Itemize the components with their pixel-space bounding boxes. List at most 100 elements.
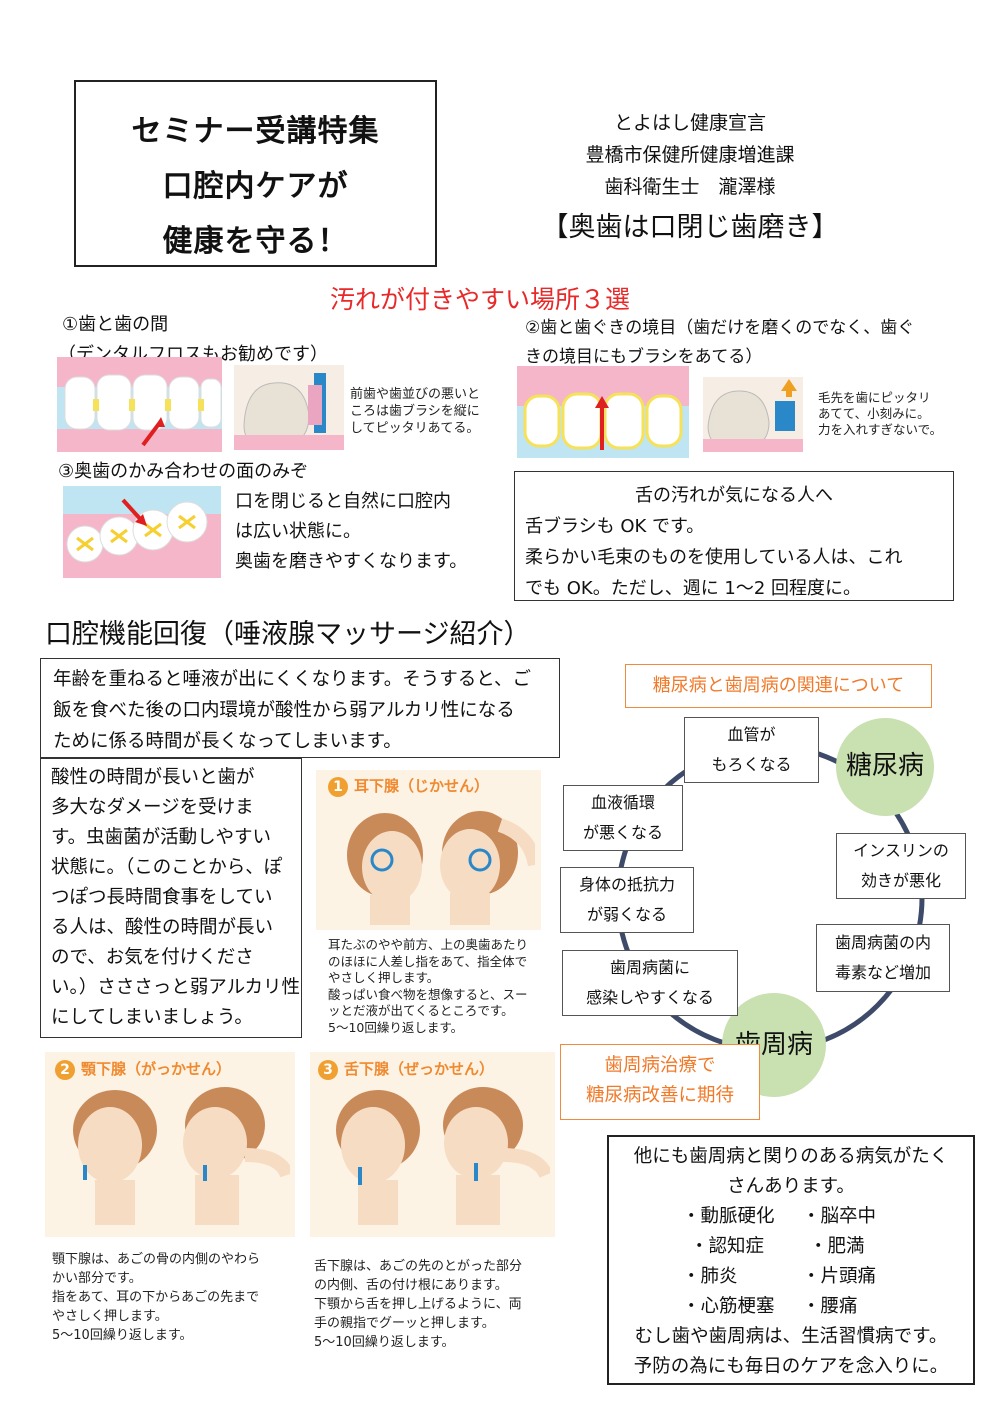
item1-note-line-3: してピッタリあてる。 — [350, 421, 480, 436]
item2-note-line-3: 力を入れすぎないで。 — [818, 422, 943, 437]
item3-text: 口を閉じると自然に口腔内 は広い状態に。 奥歯を磨きやすくなります。 — [235, 487, 467, 577]
item3-title: ③奥歯のかみ合わせの面のみぞ — [58, 461, 309, 482]
tongue-box-line-4: でも OK。ただし、週に 1～2 回程度に。 — [525, 578, 862, 599]
front-teeth-illustration — [57, 357, 222, 452]
gland2-text-line-2: かい部分です。 — [52, 1271, 142, 1286]
item2-note-line-2: あてて、小刻みに。 — [818, 406, 930, 421]
dirty-spots-heading: 汚れが付きやすい場所３選 — [329, 285, 630, 314]
gland2-title: 顎下腺（がっかせん） — [81, 1060, 232, 1078]
gland3-text-line-2: の内側、舌の付け根にあります。 — [314, 1278, 508, 1293]
label-toxin: 歯周病菌の内 毒素など増加 — [816, 924, 950, 992]
diseases-intro-1: 他にも歯周病と関りのある病気がたく — [633, 1146, 949, 1167]
label-insulin: インスリンの 効きが悪化 — [836, 833, 966, 899]
item1-note-line-1: 前歯や歯並びの悪いと — [350, 387, 481, 402]
disease-8: ・腰痛 — [802, 1296, 858, 1317]
gum-brush-illustration — [703, 377, 803, 452]
gland1-illustration — [347, 811, 535, 925]
gland2-text-line-4: やさしく押します。 — [52, 1309, 168, 1324]
gland1-text-line-6: 5～10回繰り返します。 — [328, 1019, 464, 1035]
acid-line-3: す。虫歯菌が活動しやすい — [51, 827, 271, 848]
gland2-text-line-1: 顎下腺は、あごの骨の内側のやわら — [52, 1252, 261, 1267]
label-blood-vessel-1: 血管が — [727, 725, 776, 744]
molar-brush-illustration — [234, 365, 344, 450]
credit-line-3: 歯科衛生士 瀧澤様 — [604, 176, 776, 198]
acid-line-8: い。）さささっと弱アルカリ性 — [51, 977, 301, 998]
acid-line-2: 多大なダメージを受けま — [51, 797, 254, 818]
gland1-text-line-1: 耳たぶのやや前方、上の奥歯あたり — [328, 937, 529, 952]
label-circulation-1: 血液循環 — [590, 793, 655, 812]
gland1-title-row: 1 耳下腺（じかせん） — [328, 775, 489, 797]
gland1-text-line-4: 酸っぱい食べ物を想像すると、スー — [328, 986, 528, 1002]
disease-7: ・心筋梗塞 — [682, 1296, 775, 1317]
label-insulin-2: 効きが悪化 — [860, 871, 941, 890]
diseases-intro-2: さんあります。 — [727, 1176, 855, 1197]
diabetes-heading-box: 糖尿病と歯周病の関連について — [625, 664, 932, 708]
label-resistance: 身体の抵抗力 が弱くなる — [560, 867, 694, 933]
gland1-title: 耳下腺（じかせん） — [354, 777, 490, 795]
disease-6: ・片頭痛 — [802, 1266, 877, 1287]
massage-heading: 口腔機能回復（唾液腺マッサージ紹介） — [45, 619, 531, 650]
gland3-text-line-5: 5～10回繰り返します。 — [314, 1335, 455, 1350]
credit-line-1: とよはし健康宣言 — [613, 112, 766, 134]
gland3-title-row: 3 舌下腺（ぜっかせん） — [318, 1058, 494, 1080]
molar-occlusal-illustration — [63, 486, 221, 578]
title-line-2: 口腔内ケアが — [162, 169, 349, 204]
gland3-number: 3 — [318, 1060, 338, 1080]
label-infection-2: 感染しやすくなる — [586, 988, 714, 1007]
label-infection: 歯周病菌に 感染しやすくなる — [562, 950, 738, 1016]
tongue-box-line-3: 柔らかい毛束のものを使用している人は、これ — [525, 547, 903, 568]
diseases-outro-1: むし歯や歯周病は、生活習慣病です。 — [634, 1326, 948, 1347]
gland1-text-line-2: のほほに人差し指をあて、指全体で — [328, 953, 528, 969]
acid-line-4: 状態に。（このことから、ぽ — [51, 857, 283, 878]
gland3-text-line-1: 舌下腺は、あごの先のとがった部分 — [314, 1259, 523, 1274]
disease-1: ・動脈硬化 — [682, 1206, 775, 1227]
gland1-text-line-5: ッとだ液が出てくるところです。 — [328, 1003, 514, 1018]
massage-intro-line-2: 飯を食べた後の口内環境が酸性から弱アルカリ性になる — [53, 700, 515, 721]
tongue-box-title: 舌の汚れが気になる人へ — [635, 485, 833, 506]
expectation-line-1: 歯周病治療で — [604, 1055, 716, 1076]
slogan: 【奥歯は口閉じ歯磨き】 — [541, 212, 839, 243]
massage-intro-line-3: ために係る時間が長くなってしまいます。 — [53, 731, 402, 752]
diseases-box: 他にも歯周病と関りのある病気がたく さんあります。 ・動脈硬化 ・脳卒中 ・認知… — [607, 1135, 975, 1385]
title-line-3: 健康を守る！ — [162, 224, 349, 259]
massage-intro-box: 年齢を重ねると唾液が出にくくなります。そうすると、ご 飯を食べた後の口内環境が酸… — [40, 658, 560, 758]
item3-text-line-3: 奥歯を磨きやすくなります。 — [235, 551, 468, 572]
label-toxin-1: 歯周病菌の内 — [834, 933, 931, 952]
credit-line-2: 豊橋市保健所健康増進課 — [585, 144, 795, 166]
gland1-text-line-3: やさしく押します。 — [328, 970, 440, 985]
label-blood-vessel: 血管が もろくなる — [684, 717, 819, 783]
gumline-illustration — [517, 366, 689, 458]
gland3-text-line-4: 手の親指でグーッと押します。 — [314, 1316, 495, 1331]
item2-note-line-1: 毛先を歯にピッタリ — [818, 390, 931, 405]
node-diabetes: 糖尿病 — [836, 718, 934, 816]
item2-note: 毛先を歯にピッタリ あてて、小刻みに。 力を入れすぎないで。 — [818, 390, 942, 438]
acid-line-6: る人は、酸性の時間が長い — [51, 917, 274, 938]
label-blood-vessel-2: もろくなる — [711, 755, 792, 774]
item2-title-2: きの境目にもブラシをあてる） — [525, 347, 763, 367]
disease-2: ・脳卒中 — [802, 1206, 877, 1227]
gland1-text: 耳たぶのやや前方、上の奥歯あたり のほほに人差し指をあて、指全体で やさしく押し… — [328, 937, 528, 1036]
expectation-box: 歯周病治療で 糖尿病改善に期待 — [560, 1044, 760, 1120]
massage-intro-line-1: 年齢を重ねると唾液が出にくくなります。そうすると、ご — [53, 669, 532, 690]
gland2-illustration — [73, 1087, 290, 1225]
label-infection-1: 歯周病菌に — [609, 958, 690, 977]
gland3-title: 舌下腺（ぜっかせん） — [344, 1060, 495, 1078]
disease-4: ・肥満 — [809, 1236, 865, 1257]
acid-line-7: ので、お気を付けくださ — [51, 947, 254, 968]
gland3-illustration — [336, 1087, 550, 1225]
label-resistance-1: 身体の抵抗力 — [578, 875, 675, 894]
item1-title: ①歯と歯の間 — [62, 314, 169, 335]
disease-5: ・肺炎 — [682, 1266, 738, 1287]
label-insulin-1: インスリンの — [853, 841, 949, 860]
label-toxin-2: 毒素など増加 — [834, 963, 931, 982]
gland2-text-line-3: 指をあて、耳の下からあごの先まで — [52, 1290, 260, 1305]
diseases-list: ・動脈硬化 ・脳卒中 ・認知症 ・肥満 ・肺炎 ・片頭痛 ・心筋梗塞 ・腰痛 — [609, 1202, 973, 1322]
gland2-text: 顎下腺は、あごの骨の内側のやわら かい部分です。 指をあて、耳の下からあごの先ま… — [52, 1250, 260, 1345]
acid-line-9: にしてしまいましょう。 — [51, 1007, 253, 1028]
item1-note: 前歯や歯並びの悪いと ころは歯ブラシを縦に してピッタリあてる。 — [350, 386, 480, 437]
gland1-number: 1 — [328, 777, 348, 797]
label-circulation: 血液循環 が悪くなる — [563, 785, 683, 851]
label-circulation-2: が悪くなる — [582, 823, 663, 842]
item2-title: ②歯と歯ぐきの境目（歯だけを磨くのでなく、歯ぐ — [525, 318, 915, 338]
